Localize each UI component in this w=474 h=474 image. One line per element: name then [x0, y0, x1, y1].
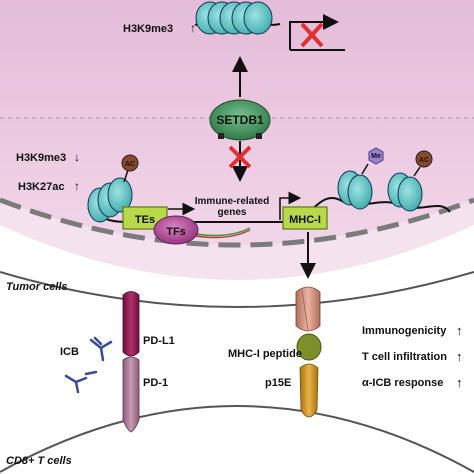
left-mark-2-label: H3K27ac	[18, 181, 64, 193]
antibody-icon	[89, 336, 113, 362]
outcome-label: α-ICB response	[362, 377, 443, 389]
up-arrow-icon: ↑	[74, 179, 80, 193]
up-arrow-icon: ↑	[456, 323, 463, 338]
antibody-icon	[64, 370, 98, 394]
mhc-peptide-label: MHC-I peptide	[228, 348, 302, 360]
peptide-node	[296, 333, 322, 361]
methyl-badge: Me	[368, 147, 384, 165]
p15e-label: p15E	[265, 377, 291, 389]
top-chromatin	[194, 1, 345, 51]
tfs-label: TFs	[166, 226, 186, 238]
me-label: Me	[371, 153, 381, 160]
tumor-cells-label: Tumor cells	[6, 281, 68, 293]
pdl1-label: PD-L1	[143, 335, 175, 347]
tumor-membrane	[0, 271, 474, 308]
pd1-receptor	[122, 356, 140, 433]
top-mark-label: H3K9me3	[123, 23, 173, 35]
inhibit-x-icon	[300, 22, 324, 48]
nucleosome-icon	[87, 177, 133, 223]
acetyl-badge: AC	[415, 150, 433, 168]
icb-label: ICB	[60, 346, 79, 358]
nuclear-envelope	[0, 197, 474, 248]
tcell-membrane	[0, 405, 474, 473]
up-arrow-icon: ↑	[456, 375, 463, 390]
pd1-label: PD-1	[143, 377, 168, 389]
ac-label-left: AC	[125, 161, 135, 168]
nucleosome-icon	[387, 172, 423, 212]
tfs-node: TFs	[153, 215, 199, 245]
left-mark-1-label: H3K9me3	[16, 152, 66, 164]
pdl1-receptor	[122, 291, 140, 357]
setdb1-node: SETDB1	[209, 99, 271, 141]
mhc-box-label: MHC-I	[289, 214, 321, 226]
acetyl-badge: AC	[121, 154, 139, 172]
up-arrow-icon: ↑	[456, 349, 463, 364]
top-mark-up-arrow: ↑	[190, 21, 196, 35]
tes-label: TEs	[135, 214, 155, 226]
ac-label-right: AC	[419, 157, 429, 164]
immune-genes-label-line2: genes	[218, 207, 247, 218]
inhibit-x-icon	[228, 145, 252, 169]
tss-arrow-icon	[289, 14, 339, 50]
setdb1-label: SETDB1	[216, 113, 264, 127]
outcome-label: T cell infiltration	[362, 351, 447, 363]
down-arrow-icon: ↓	[74, 150, 80, 164]
immune-genes-label-line1: Immune-related	[195, 196, 269, 207]
mhc-box: MHC-I	[282, 206, 328, 230]
outcome-list: Immunogenicity ↑ T cell infiltration ↑ α-ICB…	[362, 323, 463, 390]
mhc-receptor	[295, 286, 321, 332]
p15e-receptor	[299, 363, 319, 418]
nucleosome-icon	[337, 170, 373, 210]
tss-arrow-icon	[279, 191, 302, 220]
cd8-tcells-label: CD8+ T cells	[6, 455, 72, 467]
nucleosome-icon	[195, 1, 273, 35]
outcome-label: Immunogenicity	[362, 325, 447, 337]
